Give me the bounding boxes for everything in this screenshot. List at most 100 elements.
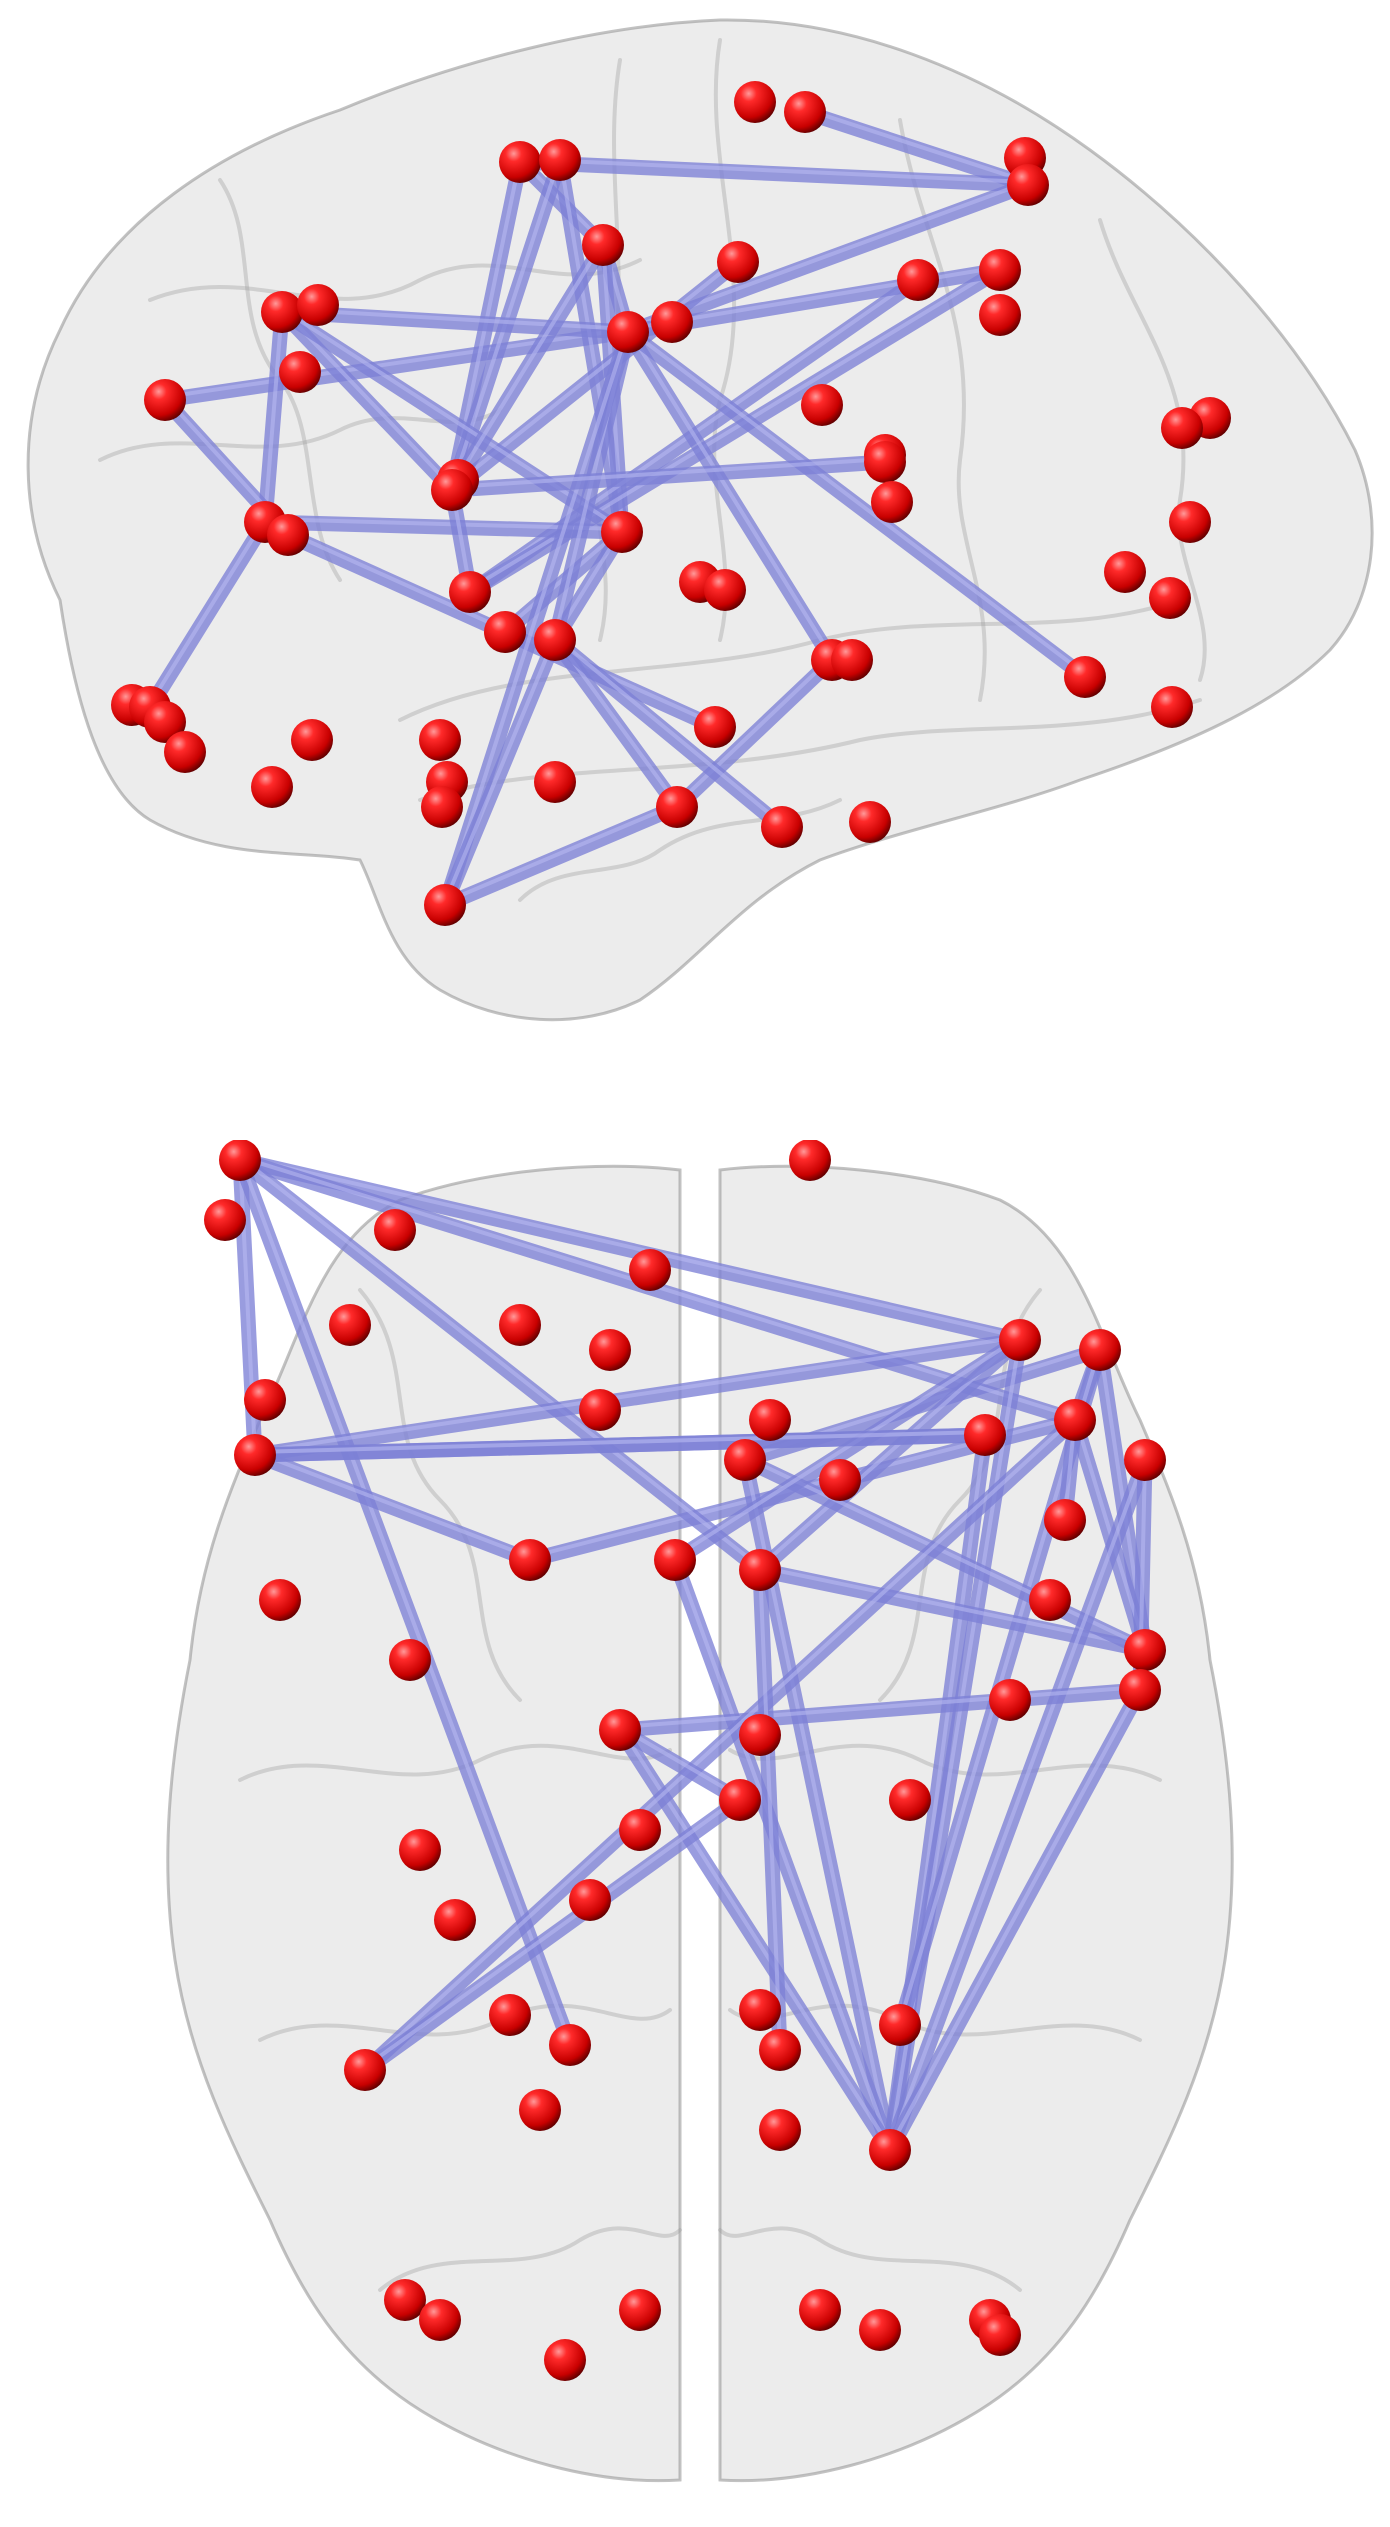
brain-region-node	[607, 311, 649, 353]
brain-region-node	[499, 141, 541, 183]
gyrus-line	[238, 1743, 672, 1782]
gyrus-line	[148, 258, 642, 302]
brain-region-node	[1149, 577, 1191, 619]
connectivity-edge-highlight	[758, 1565, 782, 2049]
brain-region-node	[694, 706, 736, 748]
gyrus-line	[712, 38, 737, 642]
connectivity-edge-highlight	[673, 1555, 892, 2149]
connectivity-edge	[512, 154, 1036, 193]
brain-region-node	[734, 81, 776, 123]
brain-region-node	[879, 2004, 921, 2046]
connectivity-edge-highlight	[675, 655, 834, 806]
brain-region-node	[374, 1209, 416, 1251]
brain-region-node	[534, 619, 576, 661]
brain-region-node	[819, 1459, 861, 1501]
brain-region-node	[999, 1319, 1041, 1361]
connectivity-edge	[667, 1332, 1028, 1568]
brain-region-node	[164, 731, 206, 773]
connectivity-edge	[232, 1152, 1083, 1428]
brain-region-node	[619, 2289, 661, 2331]
gyrus-line	[728, 1743, 1162, 1782]
brain-region-node	[419, 2299, 461, 2341]
connectivity-edge	[612, 1682, 1148, 1738]
connectivity-edge-highlight	[888, 1455, 1147, 2149]
brain-region-node	[1064, 656, 1106, 698]
brain-region-node	[1169, 501, 1211, 543]
brain-region-node	[291, 719, 333, 761]
brain-region-node	[801, 384, 843, 426]
brain-region-node	[534, 761, 576, 803]
brain-region-node	[989, 1679, 1031, 1721]
brain-region-node	[656, 786, 698, 828]
brain-region-node	[979, 2314, 1021, 2356]
brain-region-node	[259, 1579, 301, 1621]
brain-region-node	[499, 1304, 541, 1346]
connectivity-edge	[437, 799, 685, 913]
brain-region-node	[434, 1899, 476, 1941]
connectivity-edge-highlight	[443, 635, 557, 904]
gyrus-line	[378, 2226, 682, 2292]
brain-region-node	[344, 2049, 386, 2091]
connectivity-edge-highlight	[280, 307, 630, 331]
connectivity-edge-highlight	[253, 1430, 987, 1454]
brain-region-node	[799, 2289, 841, 2331]
brain-region-node	[979, 249, 1021, 291]
brain-region-node	[871, 481, 913, 523]
brain-region-node	[759, 2029, 801, 2071]
brain-region-node	[579, 1389, 621, 1431]
brain-region-node	[1151, 686, 1193, 728]
brain-region-node	[539, 139, 581, 181]
brain-region-node	[1104, 551, 1146, 593]
connectivity-edge	[357, 1792, 748, 2078]
connectivity-edge-highlight	[238, 1155, 1022, 1339]
connectivity-edge	[737, 1452, 1153, 1658]
connectivity-edge-highlight	[148, 517, 267, 706]
brain-region-node	[144, 701, 186, 743]
connectivity-edge-highlight	[238, 1155, 762, 1569]
brain-region-node	[399, 1829, 441, 1871]
brain-region-node	[789, 1140, 831, 1181]
connectivity-edge	[797, 104, 1036, 193]
brain-region-node	[234, 1434, 276, 1476]
connectivity-edge-highlight	[443, 327, 630, 904]
brain-region-node	[654, 1539, 696, 1581]
connectivity-edge-highlight	[238, 1155, 572, 2044]
brain-region-node	[244, 1379, 286, 1421]
brain-region-node	[964, 1414, 1006, 1456]
brain-region-node	[724, 1439, 766, 1481]
connectivity-edge-highlight	[626, 327, 834, 659]
connectivity-edge	[547, 632, 790, 835]
brain-region-node	[1029, 1579, 1071, 1621]
brain-region-node	[582, 224, 624, 266]
gyrus-line	[358, 1288, 522, 1702]
brain-region-node	[651, 301, 693, 343]
brain-region-node	[1044, 1499, 1086, 1541]
brain-region-node	[549, 2024, 591, 2066]
brain-region-node	[849, 801, 891, 843]
brain-region-node	[1054, 1399, 1096, 1441]
brain-region-node	[489, 1994, 531, 2036]
connectivity-edge-highlight	[363, 1795, 742, 2069]
connectivity-edge	[232, 1152, 1028, 1348]
connectivity-edge-highlight	[280, 307, 624, 531]
connectivity-edge-highlight	[888, 1685, 1142, 2149]
connectivity-edge-highlight	[253, 1335, 1022, 1454]
brain-region-node	[384, 2279, 426, 2321]
brain-region-node	[759, 2109, 801, 2151]
connectivity-edge-highlight	[450, 240, 605, 489]
connectivity-edge-highlight	[618, 1685, 1142, 1729]
brain-region-node	[601, 511, 643, 553]
brain-region-node	[424, 884, 466, 926]
connectivity-edge-highlight	[263, 307, 284, 521]
brain-region-node	[204, 1199, 246, 1241]
connectivity-edge	[620, 324, 1093, 685]
brain-region-node	[519, 2089, 561, 2131]
brain-region-node	[389, 1639, 431, 1681]
connectivity-edge	[752, 1332, 1028, 1578]
brain-region-node	[859, 2309, 901, 2351]
connectivity-edge	[247, 1447, 538, 1568]
connectivity-edge	[620, 177, 1036, 340]
connectivity-edge-highlight	[673, 1335, 1022, 1559]
brain-region-node	[1119, 1669, 1161, 1711]
brain-region-node	[219, 1140, 261, 1181]
